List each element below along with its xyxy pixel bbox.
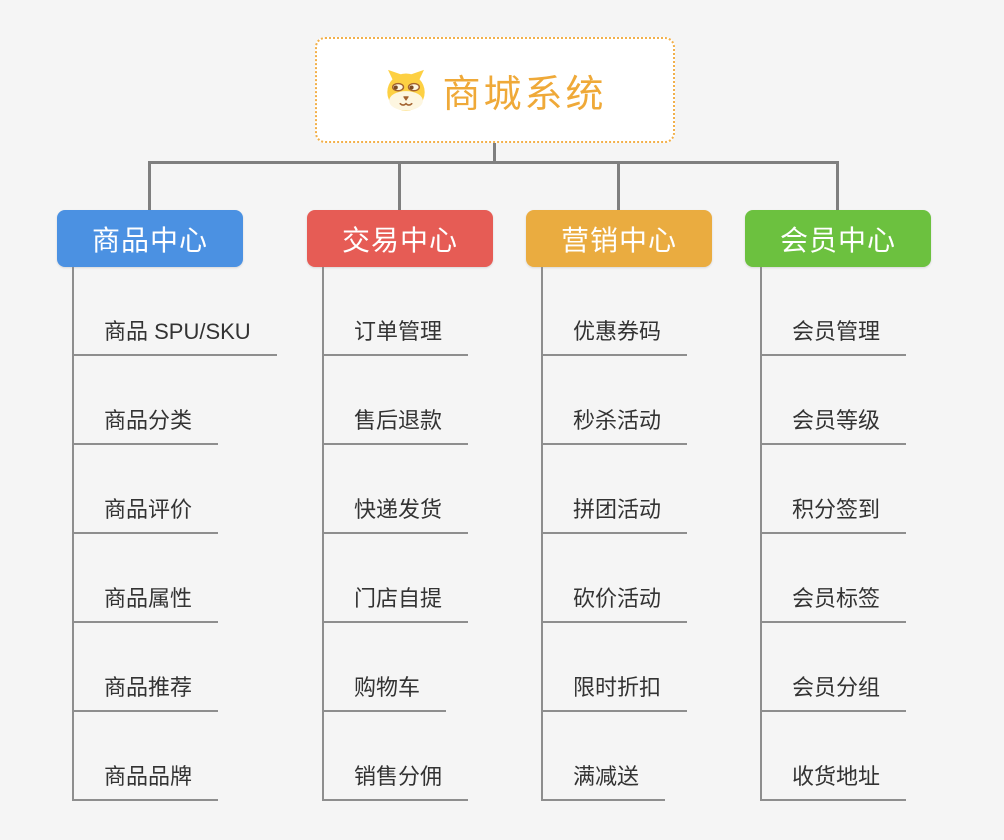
leaf-item[interactable]: 购物车 — [322, 675, 447, 712]
connector-root-stem — [493, 143, 496, 164]
leaf-item[interactable]: 满减送 — [541, 764, 666, 801]
leaf-item[interactable]: 快递发货 — [322, 497, 469, 534]
leaf-item[interactable]: 商品评价 — [72, 497, 219, 534]
leaf-item[interactable]: 会员分组 — [760, 675, 907, 712]
doge-icon — [383, 67, 429, 113]
trunk-product — [72, 267, 74, 801]
leaf-item[interactable]: 售后退款 — [322, 408, 469, 445]
connector-drop-member — [836, 164, 839, 210]
leaf-item[interactable]: 销售分佣 — [322, 764, 469, 801]
leaf-item[interactable]: 会员等级 — [760, 408, 907, 445]
connector-drop-trade — [398, 164, 401, 210]
leaf-item[interactable]: 门店自提 — [322, 586, 469, 623]
leaf-item[interactable]: 优惠券码 — [541, 319, 688, 356]
trunk-member — [760, 267, 762, 801]
branch-marketing-center[interactable]: 营销中心 — [526, 210, 712, 267]
leaf-item[interactable]: 砍价活动 — [541, 586, 688, 623]
root-title: 商城系统 — [442, 73, 607, 116]
leaf-item[interactable]: 商品属性 — [72, 586, 219, 623]
trunk-marketing — [541, 267, 543, 801]
leaf-item[interactable]: 商品分类 — [72, 408, 219, 445]
leaf-item[interactable]: 会员管理 — [760, 319, 907, 356]
branch-product-center[interactable]: 商品中心 — [57, 210, 243, 267]
leaf-item[interactable]: 积分签到 — [760, 497, 907, 534]
connector-horizontal-bar — [148, 161, 839, 164]
leaf-item[interactable]: 收货地址 — [760, 764, 907, 801]
leaf-item[interactable]: 商品品牌 — [72, 764, 219, 801]
leaf-item[interactable]: 商品推荐 — [72, 675, 219, 712]
root-node[interactable]: 商城系统 — [315, 37, 675, 143]
leaf-item[interactable]: 限时折扣 — [541, 675, 688, 712]
branch-member-center[interactable]: 会员中心 — [745, 210, 931, 267]
connector-drop-marketing — [617, 164, 620, 210]
connector-drop-product — [148, 164, 151, 210]
leaf-item[interactable]: 秒杀活动 — [541, 408, 688, 445]
leaf-item[interactable]: 订单管理 — [322, 319, 469, 356]
leaf-item[interactable]: 会员标签 — [760, 586, 907, 623]
leaf-item[interactable]: 商品 SPU/SKU — [72, 319, 277, 356]
branch-trade-center[interactable]: 交易中心 — [307, 210, 493, 267]
trunk-trade — [322, 267, 324, 801]
leaf-item[interactable]: 拼团活动 — [541, 497, 688, 534]
